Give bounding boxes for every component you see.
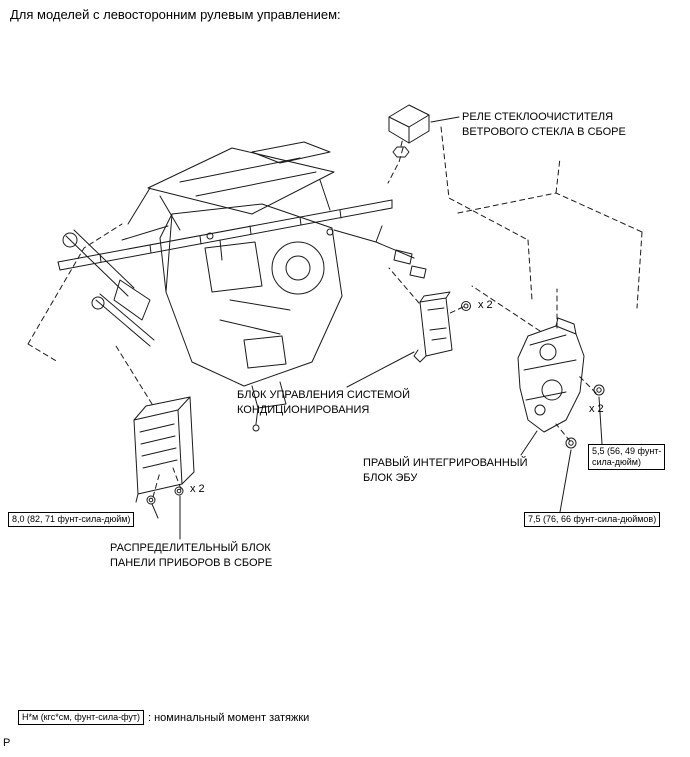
junction-block-label: РАСПРЕДЕЛИТЕЛЬНЫЙ БЛОК ПАНЕЛИ ПРИБОРОВ В… [110, 541, 272, 571]
wiper-relay-drawing [388, 104, 430, 144]
junction-screw2-icon [174, 486, 184, 496]
dash-assembly-drawing [57, 141, 427, 432]
junction-block-drawing [133, 396, 195, 503]
torque-spec-ecu-bolt: 7,5 (76, 66 фунт-сила-дюймов) [524, 512, 661, 527]
torque-legend: Н*м (кгс*см, фунт-сила-фут) : номинальны… [18, 710, 309, 725]
ac-amplifier-drawing [413, 291, 453, 363]
torque-unit-box: Н*м (кгс*см, фунт-сила-фут) [18, 710, 144, 725]
torque-75-leader-line [559, 449, 572, 513]
ecu-qty-marker: x 2 [589, 403, 604, 415]
page-corner-letter: P [3, 737, 11, 749]
label-line: БЛОК УПРАВЛЕНИЯ СИСТЕМОЙ [237, 389, 411, 401]
vehicle-outline-dashed [27, 126, 643, 498]
amplifier-qty-marker: x 2 [478, 299, 493, 311]
torque-spec-junction: 8,0 (82, 71 фунт-сила-дюйм) [8, 512, 135, 527]
label-line: ВЕТРОВОГО СТЕКЛА В СБОРЕ [462, 126, 626, 138]
torque-line: сила-дюйм) [592, 457, 641, 467]
relay-nut-icon [392, 146, 410, 158]
label-line: КОНДИЦИОНИРОВАНИЯ [237, 404, 370, 416]
torque-80-leader-line [151, 503, 159, 519]
ac-amplifier-leader-line [346, 351, 415, 388]
ecu-lower-bolt-icon [565, 437, 577, 449]
torque-55-leader-line [598, 396, 603, 445]
wiper-relay-leader-line [430, 116, 460, 123]
amplifier-bolt-icon [461, 301, 471, 311]
label-line: ПРАВЫЙ ИНТЕГРИРОВАННЫЙ [363, 457, 528, 469]
page-title: Для моделей с левосторонним рулевым упра… [10, 7, 341, 22]
torque-spec-ecu-bracket: 5,5 (56, 49 фунт- сила-дюйм) [588, 444, 666, 470]
wiper-relay-label: РЕЛЕ СТЕКЛООЧИСТИТЕЛЯ ВЕТРОВОГО СТЕКЛА В… [462, 110, 626, 140]
ecu-label-leader-line [520, 430, 538, 456]
ac-control-label: БЛОК УПРАВЛЕНИЯ СИСТЕМОЙ КОНДИЦИОНИРОВАН… [237, 388, 410, 418]
torque-line: 5,5 (56, 49 фунт- [592, 446, 662, 456]
label-line: ПАНЕЛИ ПРИБОРОВ В СБОРЕ [110, 557, 273, 569]
ecu-upper-bolt-icon [593, 384, 605, 396]
label-line: РАСПРЕДЕЛИТЕЛЬНЫЙ БЛОК [110, 542, 271, 554]
right-ecu-label: ПРАВЫЙ ИНТЕГРИРОВАННЫЙ БЛОК ЭБУ [363, 456, 527, 486]
label-line: БЛОК ЭБУ [363, 472, 418, 484]
junction-screw1-icon [146, 495, 156, 505]
torque-legend-text: : номинальный момент затяжки [148, 711, 310, 724]
label-line: РЕЛЕ СТЕКЛООЧИСТИТЕЛЯ [462, 111, 614, 123]
ecu-bracket-drawing [517, 317, 585, 433]
junction-qty-marker: x 2 [190, 483, 205, 495]
